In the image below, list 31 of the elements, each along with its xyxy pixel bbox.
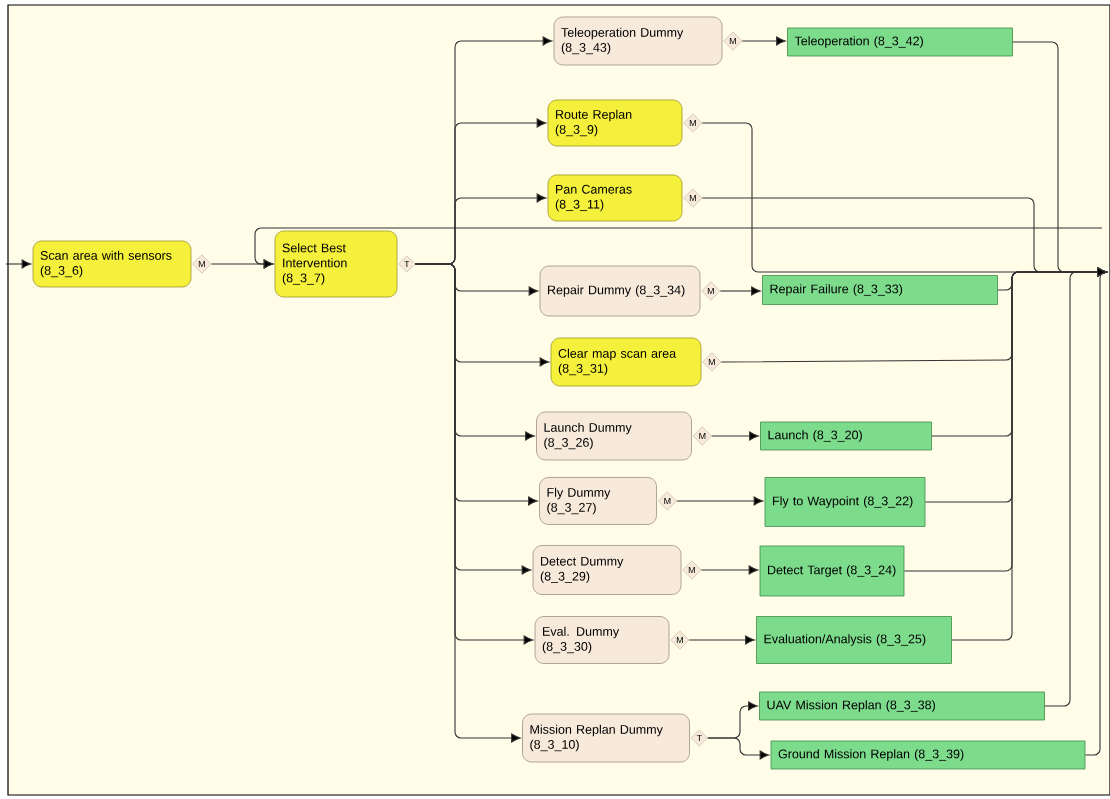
task-box: Launch (8_3_20) — [760, 421, 932, 451]
activity-box: Scan area with sensors (8_3_6) — [32, 240, 192, 288]
task-box: Fly to Waypoint (8_3_22) — [764, 477, 926, 527]
arrow — [719, 286, 761, 296]
activity-box: Mission Replan Dummy (8_3_10) — [522, 713, 690, 763]
arrow — [700, 565, 759, 575]
activity-box: Teleoperation Dummy (8_3_43) — [553, 16, 723, 66]
activity-box: Route Replan (8_3_9) — [547, 99, 683, 147]
activity-box: Clear map scan area (8_3_31) — [550, 337, 702, 387]
arrow — [741, 36, 786, 46]
activity-box: Launch Dummy (8_3_26) — [536, 411, 692, 461]
arrow — [5, 259, 32, 269]
arrow — [254, 227, 1103, 269]
task-box: UAV Mission Replan (8_3_38) — [759, 691, 1045, 721]
arrow — [711, 431, 759, 441]
arrow — [707, 737, 770, 760]
activity-box: Eval. Dummy (8_3_30) — [534, 616, 670, 664]
activity-box: Pan Cameras (8_3_11) — [547, 174, 683, 222]
task-box: Teleoperation (8_3_42) — [787, 27, 1013, 57]
task-box: Repair Failure (8_3_33) — [762, 275, 998, 305]
activity-box: Select Best Intervention (8_3_7) — [274, 230, 398, 298]
arrow — [676, 496, 764, 506]
activity-box: Repair Dummy (8_3_34) — [539, 265, 701, 317]
task-box: Detect Target (8_3_24) — [759, 545, 905, 597]
arrow — [1084, 267, 1107, 756]
task-box: Evaluation/Analysis (8_3_25) — [756, 616, 952, 664]
activity-box: Detect Dummy (8_3_29) — [532, 545, 682, 595]
activity-box: Fly Dummy (8_3_27) — [539, 477, 657, 525]
task-box: Ground Mission Replan (8_3_39) — [770, 740, 1086, 770]
arrow — [414, 263, 521, 743]
arrow — [688, 635, 755, 645]
